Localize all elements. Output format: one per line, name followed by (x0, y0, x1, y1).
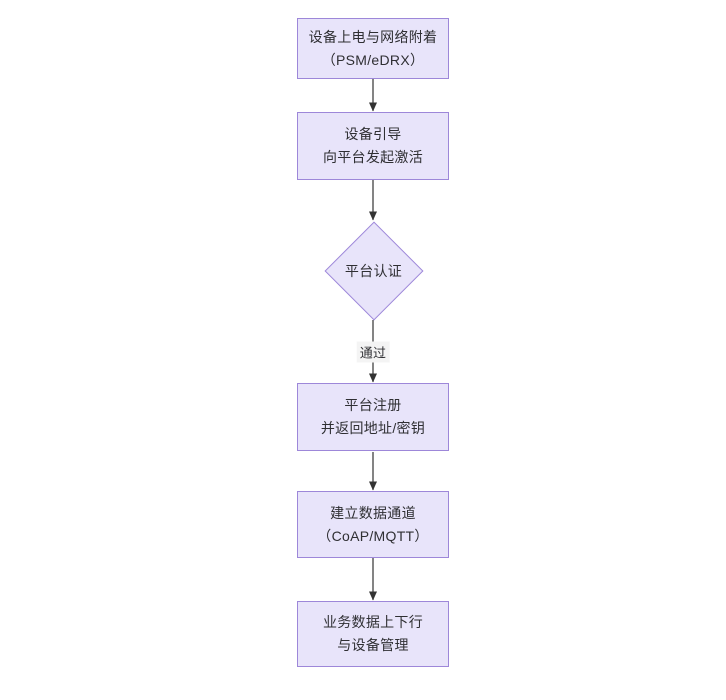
node-platform-register[interactable]: 平台注册 并返回地址/密钥 (297, 383, 449, 451)
node-line: 与设备管理 (337, 637, 409, 653)
node-line: 设备引导 (344, 126, 402, 143)
node-line: 设备上电与网络附着 (308, 28, 438, 45)
node-business-data[interactable]: 业务数据上下行 与设备管理 (297, 601, 449, 667)
edge-label-pass: 通过 (356, 341, 390, 363)
node-line: 向平台发起激活 (322, 149, 424, 165)
node-data-channel[interactable]: 建立数据通道 （CoAP/MQTT） (297, 491, 449, 558)
diamond-label: 平台认证 (344, 262, 403, 279)
node-line: 并返回地址/密钥 (320, 420, 426, 436)
node-line: 业务数据上下行 (322, 614, 424, 631)
node-device-bootstrap[interactable]: 设备引导 向平台发起激活 (297, 112, 449, 180)
node-line: （CoAP/MQTT） (317, 527, 429, 544)
node-line: （PSM/eDRX） (321, 51, 425, 68)
node-line: 建立数据通道 (330, 504, 416, 521)
node-platform-auth-decision[interactable]: 平台认证 (324, 221, 423, 320)
node-device-power-on[interactable]: 设备上电与网络附着 （PSM/eDRX） (297, 18, 449, 79)
node-line: 平台注册 (344, 397, 402, 414)
